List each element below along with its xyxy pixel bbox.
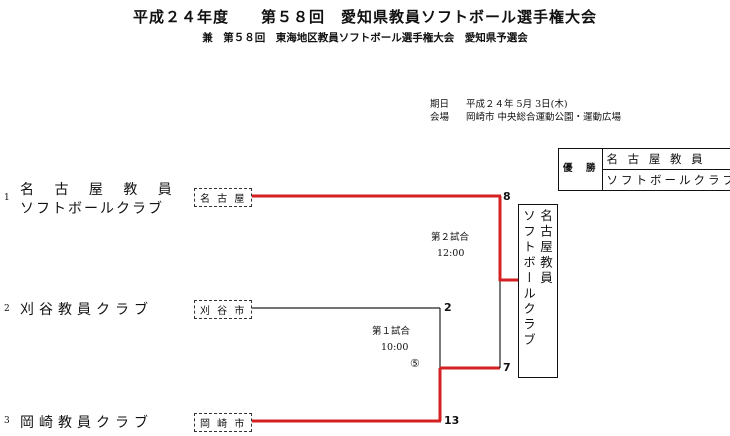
winner-col2: ソフトボールクラブ	[521, 209, 536, 349]
game2-time: 12:00	[437, 248, 465, 259]
date-label: 期日	[430, 99, 450, 110]
team2-city: 刈 谷 市	[194, 300, 253, 319]
seed-2: 2	[4, 304, 10, 314]
champion-name-line1: 名 古 屋 教 員	[602, 149, 730, 170]
game1-time: 10:00	[381, 342, 409, 353]
page-subtitle: 兼 第５８回 東海地区教員ソフトボール選手権大会 愛知県予選会	[202, 32, 528, 44]
champion-name-line2: ソフトボールクラブ	[606, 173, 730, 187]
game1-score-top: 2	[444, 301, 452, 314]
winner-col1: 名古屋教員	[538, 209, 553, 287]
date-value: 平成２４年 5月 3日(木)	[466, 99, 568, 110]
page-title: 平成２４年度 第５８回 愛知県教員ソフトボール選手権大会	[132, 8, 597, 26]
venue-label: 会場	[430, 112, 450, 123]
game2-score-top: 8	[503, 190, 511, 203]
winner-box: 名古屋教員 ソフトボールクラブ	[518, 204, 558, 378]
game1-label: 第１試合	[372, 326, 411, 337]
champion-box: 優 勝 名 古 屋 教 員 ソフトボールクラブ	[558, 148, 730, 191]
team3-city: 岡 崎 市	[194, 413, 253, 432]
game2-score-bottom: 7	[503, 361, 511, 374]
venue-value: 岡崎市 中央総合運動公園・運動広場	[466, 112, 622, 123]
team1-city: 名 古 屋	[194, 188, 253, 207]
game1-score-bottom: 13	[444, 414, 460, 427]
champion-label: 優 勝	[559, 149, 603, 190]
seed-3: 3	[4, 416, 10, 426]
game2-label: 第２試合	[431, 232, 470, 243]
team3-name: 岡崎教員クラブ	[20, 415, 153, 431]
seed-1: 1	[4, 193, 10, 203]
team2-name: 刈谷教員クラブ	[20, 302, 153, 318]
game1-note: ⑤	[410, 357, 420, 370]
team1-name-line2: ソフトボールクラブ	[20, 201, 164, 217]
team1-name-line1: 名 古 屋 教 員	[20, 182, 180, 198]
